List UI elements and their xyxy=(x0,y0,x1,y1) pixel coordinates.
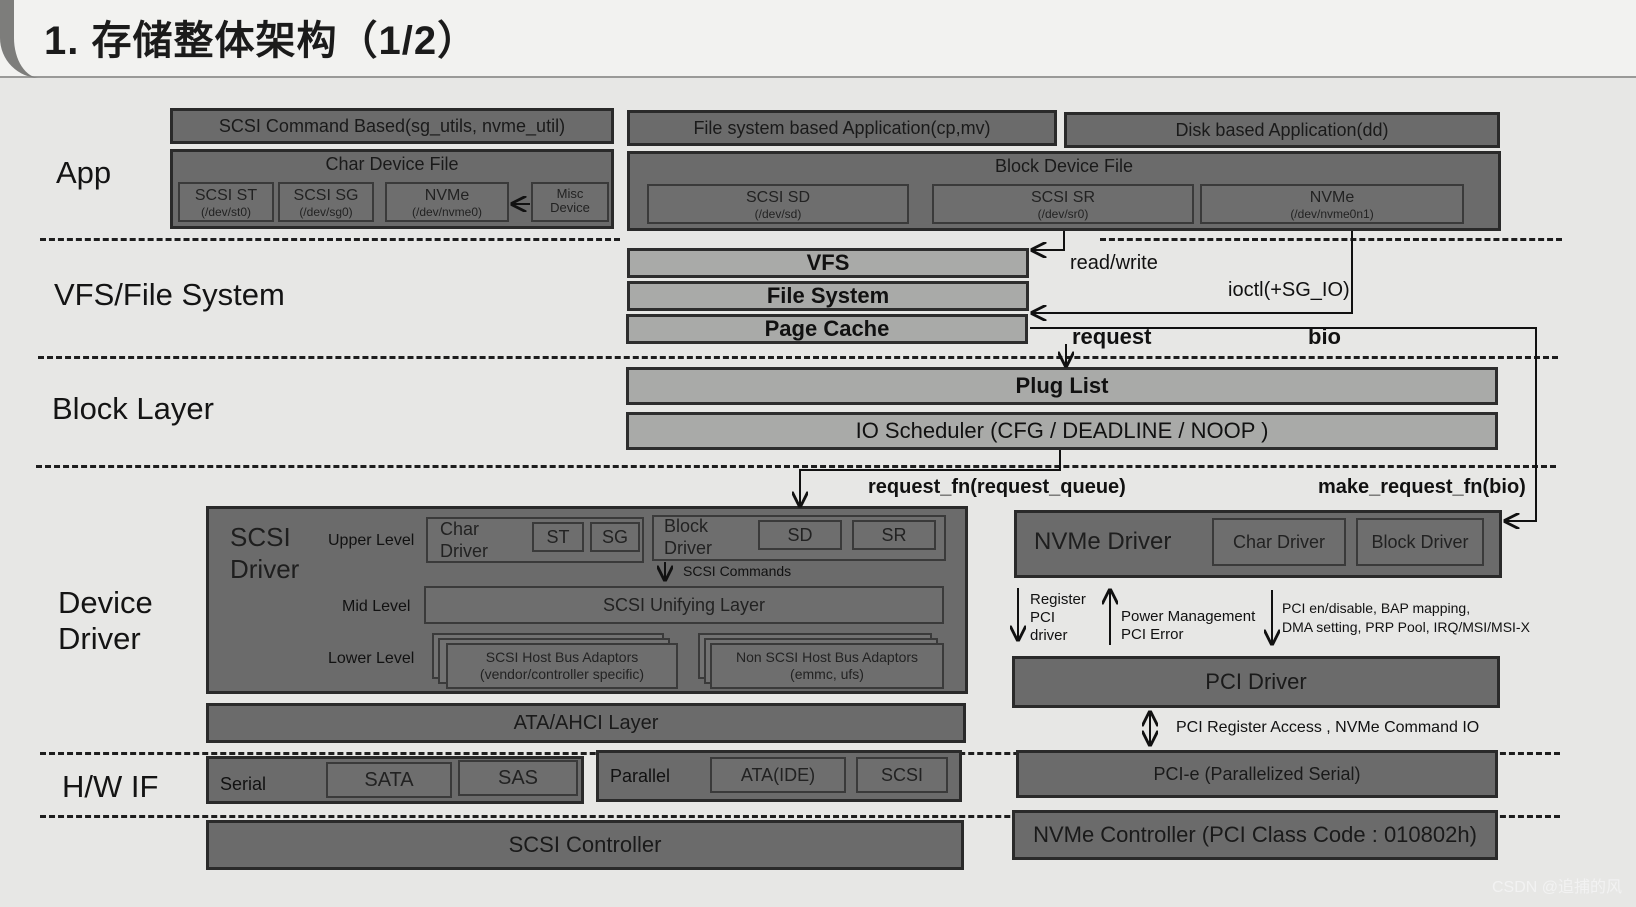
separator-block xyxy=(36,465,1556,468)
scsi-controller-box: SCSI Controller xyxy=(206,820,964,870)
char-item-misc: Misc Device xyxy=(531,182,609,222)
sata-box: SATA xyxy=(326,762,452,798)
st-box: ST xyxy=(532,522,584,552)
hba-label-2: (vendor/controller specific) xyxy=(479,666,645,682)
plug-list-box: Plug List xyxy=(626,367,1498,405)
nvme-char-driver-box: Char Driver xyxy=(1212,518,1346,566)
sd-box: SD xyxy=(758,520,842,550)
block-item-dev: (/dev/sr0) xyxy=(1037,207,1089,221)
block-item-dev: (/dev/nvme0n1) xyxy=(1290,207,1374,221)
ata-ide-box: ATA(IDE) xyxy=(710,757,846,793)
non-hba-label-2: (emmc, ufs) xyxy=(790,666,864,682)
separator-app-right xyxy=(1100,238,1562,241)
fs-app-box: File system based Application(cp,mv) xyxy=(627,110,1057,146)
char-device-file-label: Char Device File xyxy=(325,154,459,174)
lower-level-label: Lower Level xyxy=(328,650,415,667)
char-driver-label-2: Driver xyxy=(440,541,488,561)
read-write-arrow xyxy=(1032,231,1065,250)
request-fn-label: request_fn(request_queue) xyxy=(868,476,1126,498)
char-item-name: NVMe xyxy=(424,187,470,204)
block-item-name: SCSI SR xyxy=(1030,189,1095,206)
char-item-name: SCSI SG xyxy=(293,187,359,204)
nvme-controller-box: NVMe Controller (PCI Class Code : 010802… xyxy=(1012,810,1498,860)
pci-driver-box: PCI Driver xyxy=(1012,656,1500,708)
block-item-name: NVMe xyxy=(1309,189,1355,206)
read-write-label: read/write xyxy=(1070,252,1158,274)
page-title: 1. 存储整体架构（1/2） xyxy=(44,19,479,63)
layer-label-device-2: Driver xyxy=(58,621,141,656)
register-pci-label-2: PCI xyxy=(1030,609,1056,626)
block-driver-label-2: Driver xyxy=(664,538,712,558)
separator-vfs xyxy=(38,356,1558,359)
serial-label: Serial xyxy=(220,774,267,794)
nvme-block-driver-box: Block Driver xyxy=(1356,518,1484,566)
layer-label-block: Block Layer xyxy=(52,391,214,426)
scsi-unifying-layer-box: SCSI Unifying Layer xyxy=(424,586,944,624)
layer-label-hwif: H/W IF xyxy=(62,769,159,804)
char-driver-label-1: Char xyxy=(440,519,480,539)
char-item-scsi-sg: SCSI SG (/dev/sg0) xyxy=(278,182,374,222)
char-item-nvme: NVMe (/dev/nvme0) xyxy=(385,182,509,222)
page-cache-box: Page Cache xyxy=(626,314,1028,344)
upper-level-label: Upper Level xyxy=(328,532,415,549)
io-scheduler-box: IO Scheduler (CFG / DEADLINE / NOOP ) xyxy=(626,412,1498,450)
layer-label-app: App xyxy=(56,155,112,190)
layer-label-vfs: VFS/File System xyxy=(54,277,285,312)
non-hba-label-1: Non SCSI Host Bus Adaptors xyxy=(735,649,919,665)
char-item-dev: (/dev/sg0) xyxy=(299,205,353,219)
ata-ahci-layer-box: ATA/AHCI Layer xyxy=(206,703,966,743)
pci-error-label: PCI Error xyxy=(1121,626,1184,643)
power-management-label: Power Management xyxy=(1121,608,1256,625)
block-device-file-label: Block Device File xyxy=(994,156,1134,176)
char-item-dev: Device xyxy=(550,200,590,215)
layer-label-device-1: Device xyxy=(58,585,153,620)
sas-box: SAS xyxy=(458,760,578,796)
disk-app-box: Disk based Application(dd) xyxy=(1064,112,1500,148)
bio-arrow xyxy=(1030,327,1537,521)
vfs-box: VFS xyxy=(627,248,1029,278)
scsi-driver-title-2: Driver xyxy=(230,554,300,584)
watermark: CSDN @追捕的风 xyxy=(1491,879,1622,896)
sr-box: SR xyxy=(852,520,936,550)
char-item-scsi-st: SCSI ST (/dev/st0) xyxy=(178,182,274,222)
separator-app-left xyxy=(40,238,620,241)
ioctl-label: ioctl(+SG_IO) xyxy=(1228,279,1350,301)
char-item-name: SCSI ST xyxy=(194,187,258,204)
scsi-driver-title-1: SCSI xyxy=(230,522,291,552)
char-item-name: Misc xyxy=(556,186,584,201)
register-pci-label-3: driver xyxy=(1030,627,1068,644)
block-driver-label-1: Block xyxy=(664,516,709,536)
hba-label-1: SCSI Host Bus Adaptors xyxy=(485,649,639,665)
pci-enable-label-2: DMA setting, PRP Pool, IRQ/MSI/MSI-X xyxy=(1282,619,1530,635)
block-item-nvme: NVMe (/dev/nvme0n1) xyxy=(1200,184,1464,224)
sg-box: SG xyxy=(590,522,640,552)
register-pci-label-1: Register xyxy=(1030,591,1086,608)
block-item-name: SCSI SD xyxy=(745,189,810,206)
make-request-fn-label: make_request_fn(bio) xyxy=(1318,476,1526,498)
separator-hwif xyxy=(40,815,1560,818)
scsi-bus-box: SCSI xyxy=(856,757,948,793)
pci-register-access-label: PCI Register Access , NVMe Command IO xyxy=(1176,719,1480,736)
hba-box: SCSI Host Bus Adaptors (vendor/controlle… xyxy=(446,643,678,689)
block-item-dev: (/dev/sd) xyxy=(754,207,802,221)
char-item-dev: (/dev/st0) xyxy=(200,205,251,219)
parallel-label: Parallel xyxy=(610,766,671,786)
nvme-driver-title: NVMe Driver xyxy=(1034,528,1172,555)
block-item-scsi-sr: SCSI SR (/dev/sr0) xyxy=(932,184,1194,224)
title-bar xyxy=(0,0,1636,78)
mid-level-label: Mid Level xyxy=(342,598,411,615)
pcie-box: PCI-e (Parallelized Serial) xyxy=(1016,750,1498,798)
non-hba-box: Non SCSI Host Bus Adaptors (emmc, ufs) xyxy=(710,643,944,689)
scsi-command-app-box: SCSI Command Based(sg_utils, nvme_util) xyxy=(170,108,614,144)
ioctl-arrow xyxy=(1032,231,1353,313)
request-fn-arrow xyxy=(800,450,1061,506)
file-system-box: File System xyxy=(627,281,1029,311)
block-item-scsi-sd: SCSI SD (/dev/sd) xyxy=(647,184,909,224)
scsi-commands-label: SCSI Commands xyxy=(683,563,792,579)
char-item-dev: (/dev/nvme0) xyxy=(411,205,483,219)
pci-enable-label-1: PCI en/disable, BAP mapping, xyxy=(1282,600,1471,616)
